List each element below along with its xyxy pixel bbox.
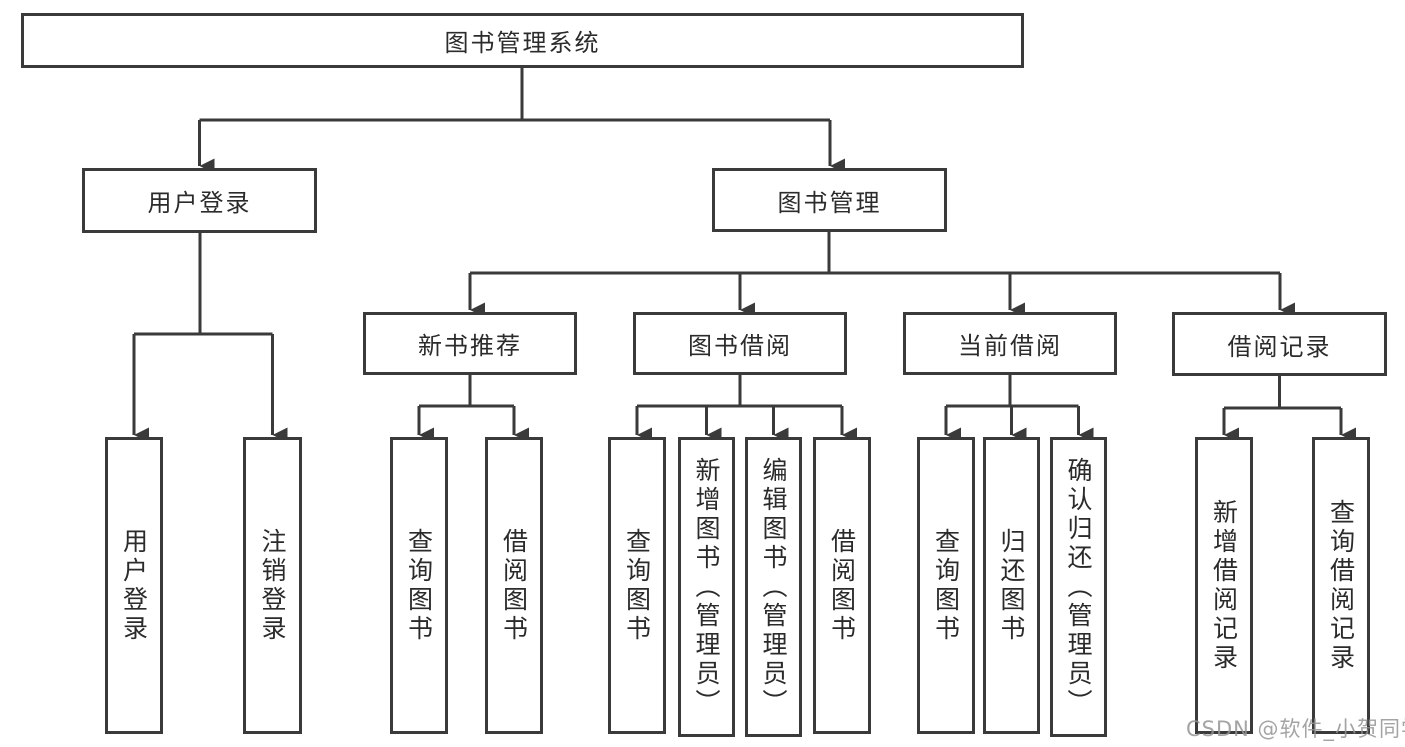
node-root-library-system: 图书管理系统 [21, 13, 1024, 68]
leaf-borrow-books-borrowing-label: 借阅图书 [827, 527, 857, 644]
node-book-borrowing-label: 图书借阅 [688, 332, 792, 360]
leaf-borrow-books-recommend: 借阅图书 [485, 437, 543, 734]
leaf-add-book-admin: 新增图书（管理员） [678, 437, 735, 737]
leaf-confirm-return-admin: 确认归还（管理员） [1050, 437, 1107, 737]
leaf-borrow-books-borrowing: 借阅图书 [813, 437, 871, 734]
leaf-query-books-recommend-label: 查询图书 [404, 527, 434, 644]
leaf-add-borrow-record-label: 新增借阅记录 [1209, 498, 1239, 673]
node-book-borrowing: 图书借阅 [633, 312, 847, 375]
node-book-management-label: 图书管理 [777, 188, 882, 217]
node-current-borrowing: 当前借阅 [903, 312, 1117, 375]
leaf-query-books-borrowing-label: 查询图书 [622, 527, 652, 644]
node-book-management: 图书管理 [712, 168, 947, 232]
leaf-edit-book-admin-label: 编辑图书（管理员） [759, 456, 788, 718]
leaf-edit-book-admin: 编辑图书（管理员） [745, 437, 802, 737]
leaf-query-books-borrowing: 查询图书 [608, 437, 666, 734]
node-new-book-recommendation-label: 新书推荐 [418, 332, 522, 360]
leaf-return-book-label: 归还图书 [997, 527, 1026, 644]
leaf-query-borrow-record-label: 查询借阅记录 [1326, 498, 1356, 673]
leaf-add-borrow-record: 新增借阅记录 [1195, 437, 1253, 734]
leaf-query-borrow-record: 查询借阅记录 [1312, 437, 1370, 734]
node-borrowing-records-label: 借阅记录 [1227, 332, 1332, 361]
leaf-query-books-recommend: 查询图书 [390, 437, 448, 734]
leaf-query-books-current: 查询图书 [917, 437, 975, 734]
node-current-borrowing-label: 当前借阅 [958, 332, 1062, 360]
node-borrowing-records: 借阅记录 [1172, 312, 1387, 376]
node-user-login: 用户登录 [82, 168, 317, 233]
node-root-label: 图书管理系统 [444, 29, 601, 57]
leaf-return-book: 归还图书 [983, 437, 1040, 734]
csdn-watermark: CSDN @软件_小贺同学 [1186, 717, 1405, 741]
node-new-book-recommendation: 新书推荐 [363, 312, 577, 375]
leaf-user-login-label: 用户登录 [119, 527, 149, 644]
leaf-borrow-books-recommend-label: 借阅图书 [499, 527, 529, 644]
leaf-confirm-return-admin-label: 确认归还（管理员） [1064, 456, 1093, 718]
leaf-add-book-admin-label: 新增图书（管理员） [692, 456, 721, 718]
leaf-logout: 注销登录 [243, 437, 302, 734]
leaf-query-books-current-label: 查询图书 [931, 527, 961, 644]
leaf-logout-label: 注销登录 [258, 527, 287, 644]
leaf-user-login: 用户登录 [105, 437, 163, 734]
node-user-login-label: 用户登录 [147, 189, 252, 217]
